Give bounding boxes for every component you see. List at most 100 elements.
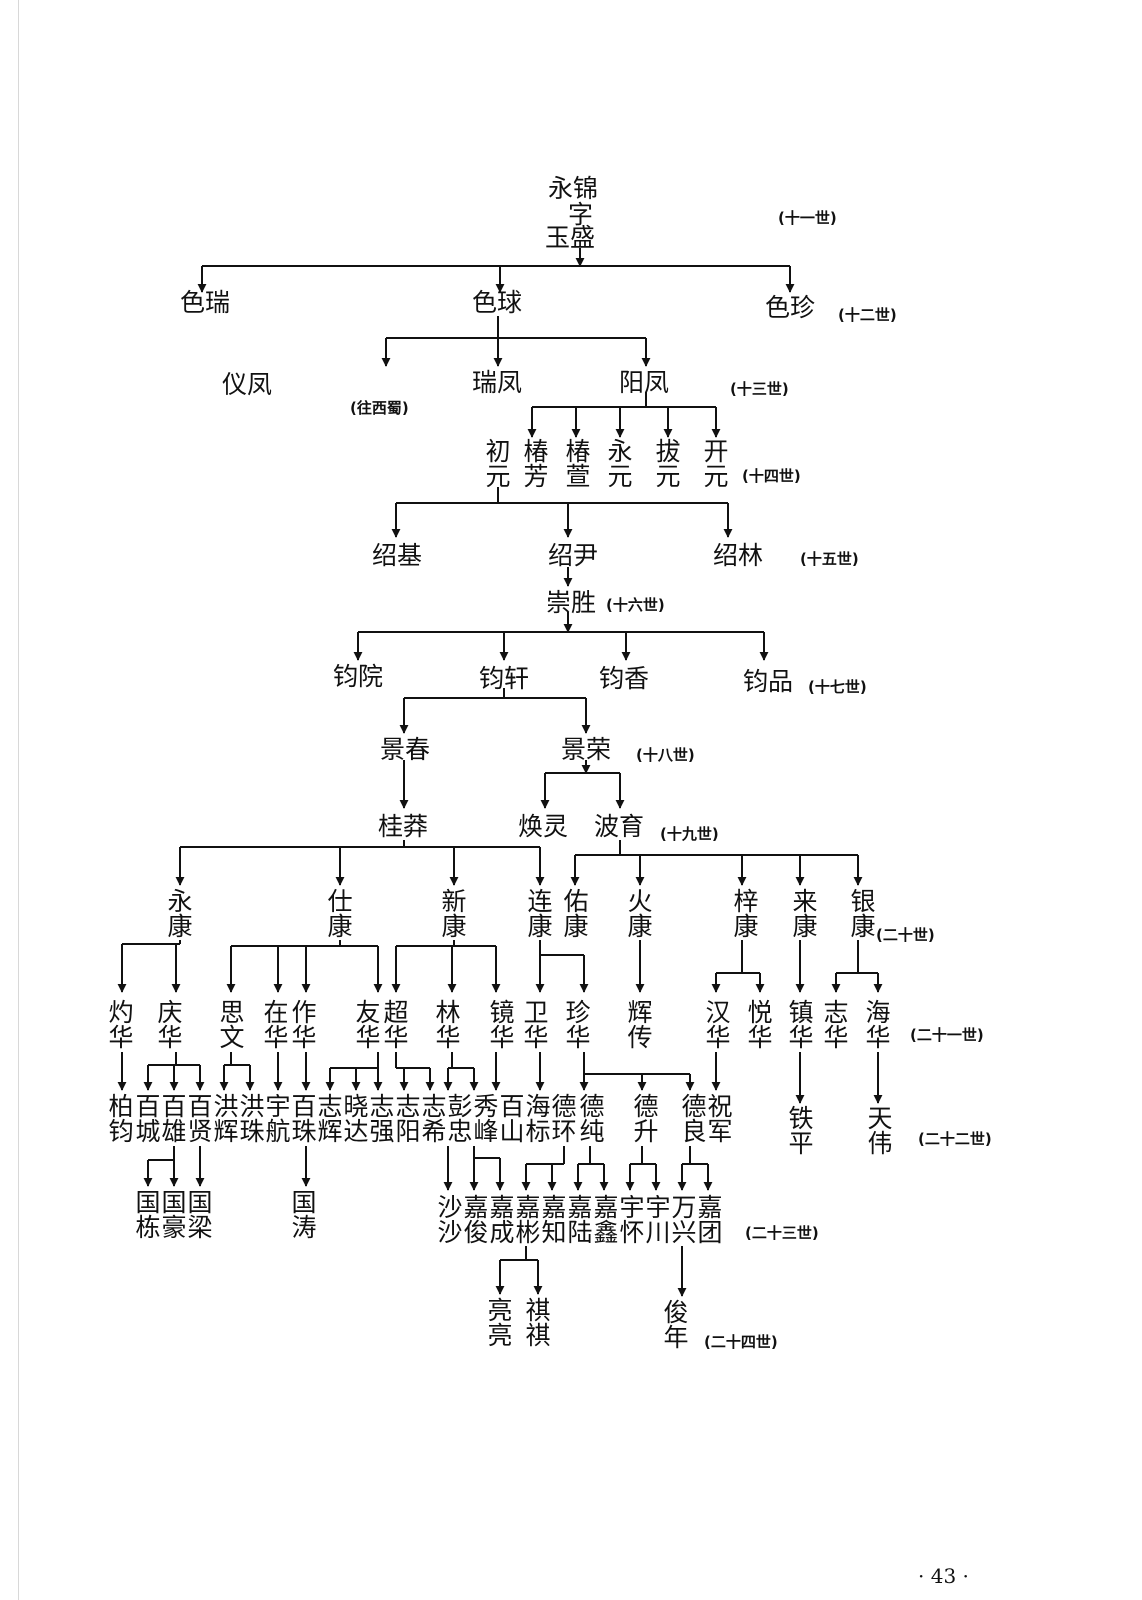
person-kaiyuan: 开元 <box>703 437 729 491</box>
root-zi-label: 字 <box>568 200 594 229</box>
person-xiaoda: 晓达 <box>343 1092 369 1146</box>
person-shaoyin: 绍尹 <box>548 541 599 570</box>
person-shaoji: 绍基 <box>372 541 423 570</box>
person-zhiqiang: 志强 <box>369 1092 395 1146</box>
person-jingchun: 景春 <box>380 735 431 764</box>
person-boyu: 波育 <box>594 812 645 841</box>
person-linhua: 林华 <box>435 998 461 1052</box>
person-weihua: 卫华 <box>523 998 549 1052</box>
person-zhihua: 志华 <box>823 998 849 1052</box>
person-ruifeng: 瑞凤 <box>472 368 523 397</box>
person-haibiao: 海标 <box>525 1092 551 1146</box>
person-jingrong: 景荣 <box>561 735 612 764</box>
person-youkang: 佑康 <box>563 887 589 941</box>
generation-label-15: (十五世) <box>800 550 859 568</box>
person-yongyuan: 永元 <box>607 437 633 491</box>
person-yuchuan: 宇川 <box>645 1193 671 1247</box>
person-deliang: 德良 <box>681 1092 707 1146</box>
person-zhuohua: 灼华 <box>108 998 134 1052</box>
person-zhixi: 志希 <box>421 1092 447 1146</box>
person-pengzhong: 彭忠 <box>447 1092 473 1146</box>
person-huichuan: 辉传 <box>627 998 653 1052</box>
person-baishan: 百山 <box>499 1092 525 1146</box>
tree-edges <box>117 248 883 1297</box>
person-jiabin: 嘉彬 <box>515 1193 541 1247</box>
generation-label-11: (十一世) <box>778 209 837 227</box>
page-number: · 43 · <box>918 1564 969 1588</box>
person-liankang: 连康 <box>527 887 553 941</box>
person-jiacheng: 嘉成 <box>489 1193 515 1247</box>
root-courtesy-name: 玉盛 <box>545 223 596 252</box>
person-baixiong: 百雄 <box>161 1092 187 1146</box>
person-guoliang: 国梁 <box>187 1188 213 1242</box>
generation-label-18: (十八世) <box>636 746 695 764</box>
person-zhujun: 祝军 <box>707 1092 733 1146</box>
person-desheng: 德升 <box>633 1092 659 1146</box>
person-guimang: 桂莽 <box>378 812 429 841</box>
generation-label-21: (二十一世) <box>910 1026 984 1044</box>
note-to-xishu: (往西蜀) <box>350 399 409 417</box>
person-baicheng: 百城 <box>135 1092 161 1146</box>
root-name: 永锦 <box>548 174 599 203</box>
generation-label-16: (十六世) <box>606 596 665 614</box>
person-chongsheng: 崇胜 <box>546 588 597 617</box>
person-guodong: 国栋 <box>135 1188 161 1242</box>
person-sezhen: 色珍 <box>765 293 816 322</box>
person-chunfang: 椿芳 <box>523 437 549 491</box>
person-xinkang: 新康 <box>441 887 467 941</box>
person-hongzhu: 洪珠 <box>239 1092 265 1146</box>
person-yifeng: 仪凤 <box>222 370 273 399</box>
person-huanling: 焕灵 <box>518 812 569 841</box>
generation-label-13: (十三世) <box>730 380 789 398</box>
generation-label-24: (二十四世) <box>704 1333 778 1351</box>
person-jiaxin: 嘉鑫 <box>593 1193 619 1247</box>
person-qiqi: 祺祺 <box>525 1296 551 1350</box>
person-jiazhi: 嘉知 <box>541 1193 567 1247</box>
generation-label-12: (十二世) <box>838 306 897 324</box>
person-honghui: 洪辉 <box>213 1092 239 1146</box>
person-siwen: 思文 <box>219 998 245 1052</box>
person-huokang: 火康 <box>627 887 653 941</box>
person-serui: 色瑞 <box>180 288 231 317</box>
person-shaolin: 绍林 <box>713 541 764 570</box>
person-chuyuan: 初元 <box>485 437 511 491</box>
person-dechun: 德纯 <box>579 1092 605 1146</box>
person-xiufeng: 秀峰 <box>473 1092 499 1146</box>
person-laikang: 来康 <box>792 887 818 941</box>
person-zhenhua: 珍华 <box>565 998 591 1052</box>
person-baixian: 百贤 <box>187 1092 213 1146</box>
person-baijun: 柏钧 <box>108 1092 134 1146</box>
generation-label-19: (十九世) <box>660 825 719 843</box>
person-chaohua: 超华 <box>383 998 409 1052</box>
person-guotao: 国涛 <box>291 1188 317 1242</box>
person-jinghua: 镜华 <box>489 998 515 1052</box>
person-seqiu: 色球 <box>472 288 523 317</box>
person-chunxuan: 椿萱 <box>565 437 591 491</box>
person-zhenhua2: 镇华 <box>788 998 814 1052</box>
person-tianwei: 天伟 <box>867 1104 893 1158</box>
generation-label-23: (二十三世) <box>745 1224 819 1242</box>
generation-label-22: (二十二世) <box>918 1130 992 1148</box>
person-junnian: 俊年 <box>663 1298 689 1352</box>
person-yuhang: 宇航 <box>265 1092 291 1146</box>
person-shasha: 沙沙 <box>437 1193 463 1247</box>
person-dehuan: 德环 <box>551 1092 577 1146</box>
generation-label-17: (十七世) <box>808 678 867 696</box>
person-junpin: 钧品 <box>743 667 794 696</box>
person-wanxing: 万兴 <box>671 1193 697 1247</box>
person-junxuan: 钧轩 <box>479 664 530 693</box>
person-yuehua: 悦华 <box>747 998 773 1052</box>
person-haihua: 海华 <box>865 998 891 1052</box>
person-yangfeng: 阳凤 <box>619 368 670 397</box>
person-zhiyang: 志阳 <box>395 1092 421 1146</box>
person-liangliang: 亮亮 <box>487 1296 513 1350</box>
person-yuhuai: 宇怀 <box>619 1193 645 1247</box>
person-junxiang: 钧香 <box>599 664 650 693</box>
person-yongkang: 永康 <box>167 887 193 941</box>
person-zhihui: 志辉 <box>317 1092 343 1146</box>
generation-label-14: (十四世) <box>742 467 801 485</box>
person-zuohua: 作华 <box>291 998 317 1052</box>
person-junyuan: 钧院 <box>333 662 384 691</box>
